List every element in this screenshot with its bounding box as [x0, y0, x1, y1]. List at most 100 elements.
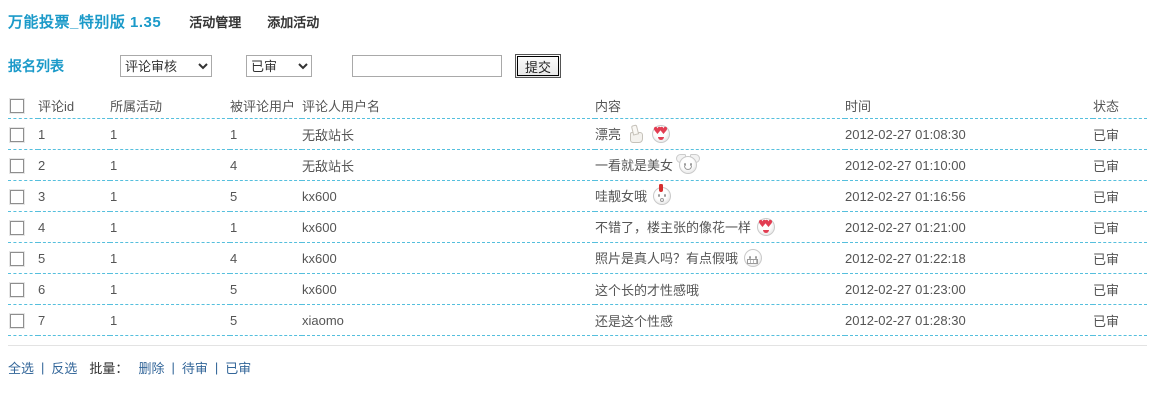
col-target-user: 被评论用户 — [230, 92, 302, 119]
comment-text: 一看就是美女 — [595, 158, 674, 173]
col-activity: 所属活动 — [110, 92, 230, 119]
nav-add-activity[interactable]: 添加活动 — [267, 14, 320, 30]
filter-toolbar: 报名列表 评论审核 已审 提交 — [8, 54, 1147, 78]
cell-target-user: 4 — [230, 242, 302, 274]
top-bar: 万能投票_特别版 1.35 活动管理 添加活动 — [8, 8, 1147, 34]
cell-comment-id: 3 — [38, 180, 110, 212]
row-checkbox[interactable] — [10, 220, 24, 235]
filter-type-select[interactable]: 评论审核 — [120, 55, 212, 77]
grimace-face-emoticon — [743, 248, 763, 268]
cell-comment-id: 1 — [38, 118, 110, 150]
cell-status: 已审 — [1093, 242, 1147, 274]
page: 万能投票_特别版 1.35 活动管理 添加活动 报名列表 评论审核 已审 提交 … — [8, 8, 1147, 376]
cell-activity: 1 — [110, 149, 230, 181]
cell-commenter: 无敌站长 — [302, 118, 595, 150]
cell-activity: 1 — [110, 118, 230, 150]
heart-eyes-emoticon: ♥♥ — [756, 217, 776, 237]
select-all-checkbox[interactable] — [10, 98, 24, 113]
cell-comment-id: 6 — [38, 273, 110, 305]
cell-status: 已审 — [1093, 149, 1147, 181]
cell-time: 2012-02-27 01:28:30 — [845, 304, 1093, 336]
cell-time: 2012-02-27 01:10:00 — [845, 149, 1093, 181]
cell-activity: 1 — [110, 273, 230, 305]
top-nav: 活动管理 添加活动 — [189, 12, 319, 31]
cell-content: 哇靓女哦 — [595, 180, 845, 212]
col-time: 时间 — [845, 92, 1093, 119]
heart-eyes-emoticon: ♥♥ — [651, 124, 671, 144]
cell-target-user: 5 — [230, 180, 302, 212]
cell-activity: 1 — [110, 211, 230, 243]
filter-status-select[interactable]: 已审 — [246, 55, 312, 77]
cell-commenter: kx600 — [302, 273, 595, 305]
cell-target-user: 4 — [230, 149, 302, 181]
cell-target-user: 1 — [230, 118, 302, 150]
separator: | — [214, 360, 219, 375]
row-checkbox[interactable] — [10, 251, 24, 266]
search-input[interactable] — [352, 55, 502, 77]
select-all-link[interactable]: 全选 — [8, 361, 35, 376]
cell-time: 2012-02-27 01:22:18 — [845, 242, 1093, 274]
cell-commenter: kx600 — [302, 180, 595, 212]
batch-delete-link[interactable]: 删除 — [138, 361, 165, 376]
cell-comment-id: 4 — [38, 211, 110, 243]
cell-comment-id: 7 — [38, 304, 110, 336]
comment-text: 漂亮 — [595, 127, 622, 142]
cell-status: 已审 — [1093, 273, 1147, 305]
invert-select-link[interactable]: 反选 — [51, 361, 78, 376]
nosebleed-face-emoticon — [652, 184, 672, 206]
row-checkbox[interactable] — [10, 282, 24, 297]
cell-content: 照片是真人吗？有点假哦 — [595, 242, 845, 274]
separator: | — [41, 360, 45, 375]
comment-text: 这个长的才性感哦 — [595, 282, 700, 298]
col-comment-id: 评论id — [38, 92, 110, 119]
cell-time: 2012-02-27 01:08:30 — [845, 118, 1093, 150]
col-status: 状态 — [1093, 92, 1147, 119]
cell-content: 不错了，楼主张的像花一样 ♥♥ — [595, 211, 845, 243]
cell-activity: 1 — [110, 242, 230, 274]
row-checkbox[interactable] — [10, 313, 24, 328]
cell-time: 2012-02-27 01:21:00 — [845, 211, 1093, 243]
submit-button[interactable]: 提交 — [515, 54, 562, 78]
cell-status: 已审 — [1093, 304, 1147, 336]
cell-status: 已审 — [1093, 180, 1147, 212]
batch-approved-link[interactable]: 已审 — [225, 361, 252, 376]
comment-text: 还是这个性感 — [595, 313, 674, 329]
comment-text: 不错了，楼主张的像花一样 — [595, 220, 752, 235]
cell-commenter: kx600 — [302, 242, 595, 274]
cell-content: 还是这个性感 — [595, 304, 845, 336]
cell-status: 已审 — [1093, 211, 1147, 243]
thumbs-up-emoticon — [626, 124, 646, 144]
comment-text: 照片是真人吗？有点假哦 — [595, 251, 739, 266]
winged-face-emoticon — [676, 154, 701, 175]
cell-content: 一看就是美女 — [595, 149, 845, 181]
nav-activity-management[interactable]: 活动管理 — [189, 14, 242, 30]
cell-activity: 1 — [110, 304, 230, 336]
cell-commenter: xiaomo — [302, 304, 595, 336]
batch-pending-link[interactable]: 待审 — [181, 361, 208, 376]
cell-commenter: kx600 — [302, 211, 595, 243]
cell-target-user: 5 — [230, 304, 302, 336]
cell-time: 2012-02-27 01:16:56 — [845, 180, 1093, 212]
row-checkbox[interactable] — [10, 127, 24, 142]
table-header-row: 评论id 所属活动 被评论用户 评论人用户名 内容 时间 状态 — [8, 92, 1147, 119]
cell-activity: 1 — [110, 180, 230, 212]
page-title: 报名列表 — [8, 58, 64, 74]
separator: | — [171, 360, 175, 375]
cell-commenter: 无敌站长 — [302, 149, 595, 181]
cell-target-user: 1 — [230, 211, 302, 243]
cell-comment-id: 5 — [38, 242, 110, 274]
app-title: 万能投票_特别版 1.35 — [8, 13, 162, 31]
row-checkbox[interactable] — [10, 158, 24, 173]
row-checkbox[interactable] — [10, 189, 24, 204]
cell-content: 这个长的才性感哦 — [595, 273, 845, 305]
col-content: 内容 — [595, 92, 845, 119]
batch-label: 批量： — [89, 361, 129, 376]
